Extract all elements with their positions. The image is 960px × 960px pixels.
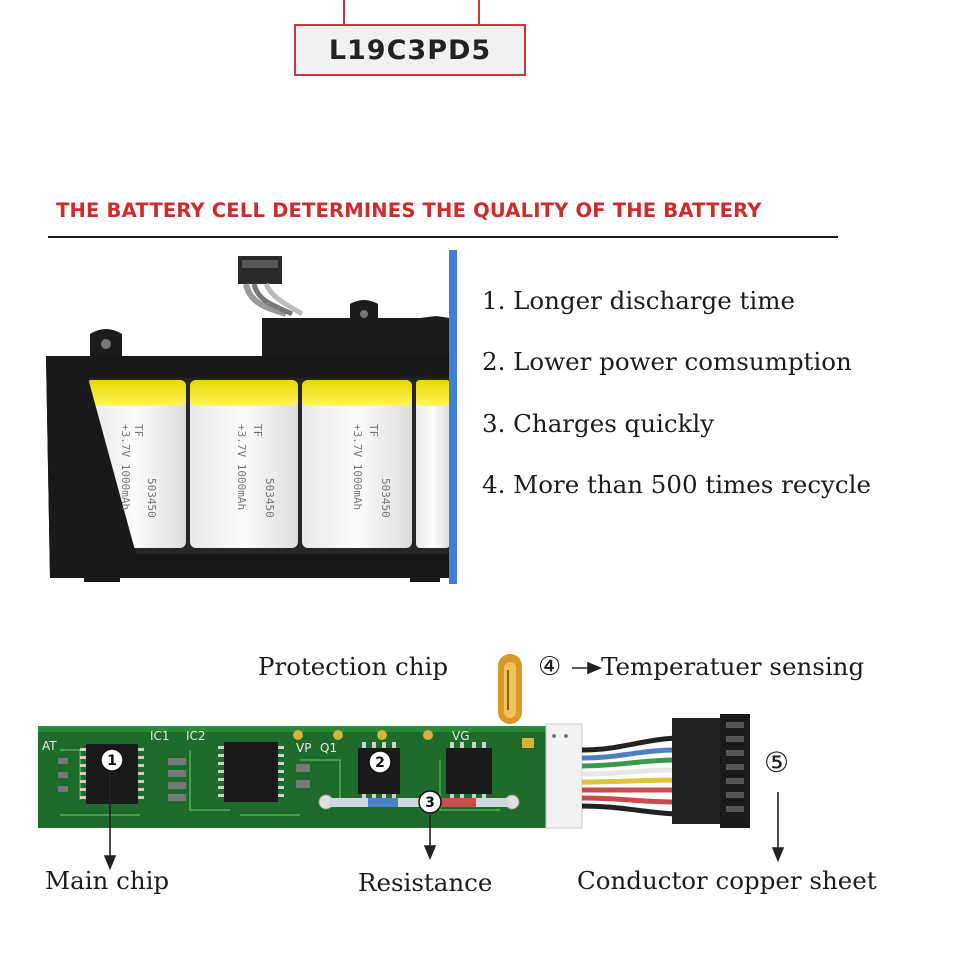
cable-connector xyxy=(238,256,304,317)
battery-cell xyxy=(302,380,412,548)
model-number: L19C3PD5 xyxy=(328,34,492,66)
wire-harness xyxy=(581,735,677,817)
pcb-label-ic2: IC2 xyxy=(186,729,206,743)
marker-4: ④ xyxy=(538,652,562,682)
callout-temperature: ④ Temperatuer sensing xyxy=(538,652,865,682)
temperature-sensor-icon xyxy=(498,654,522,724)
feature-4: 4. More than 500 times recycle xyxy=(482,470,871,499)
model-leader-right xyxy=(478,0,480,24)
feature-3: 3. Charges quickly xyxy=(482,409,715,438)
model-label: L19C3PD5 xyxy=(294,24,526,76)
copper-sheet xyxy=(545,723,583,829)
pcb-illustration: IC1 IC2 VP Q1 VG AT 1 2 3 xyxy=(38,654,785,871)
marker-1: 1 xyxy=(107,753,117,769)
feature-2: 2. Lower power comsumption xyxy=(482,347,852,376)
pcb-label-vp: VP xyxy=(296,741,311,755)
callout-main-chip: Main chip xyxy=(45,866,170,895)
callout-resistance: Resistance xyxy=(358,868,493,897)
cell-print-9: 503450 xyxy=(379,478,392,518)
marker-5: ⑤ xyxy=(764,746,790,779)
pcb-label-at: AT xyxy=(42,739,57,753)
model-leader-left xyxy=(343,0,345,24)
pcb-label-ic1: IC1 xyxy=(150,729,170,743)
cell-print-2: +3.7V 1000mAh xyxy=(119,424,132,510)
cell-print-1: TF xyxy=(132,424,145,437)
cell-print-3: 503450 xyxy=(145,478,158,518)
callout-conductor: Conductor copper sheet xyxy=(577,866,877,895)
cell-print-5: +3.7V 1000mAh xyxy=(235,424,248,510)
headline: THE BATTERY CELL DETERMINES THE QUALITY … xyxy=(56,199,762,222)
marker-2: 2 xyxy=(375,755,385,771)
connector-plug-icon xyxy=(672,714,750,828)
mosfet-chip-icon xyxy=(446,742,492,800)
marker-3: 3 xyxy=(425,795,435,811)
headline-underline xyxy=(48,236,838,238)
battery-cell xyxy=(190,380,298,548)
cell-print-7: TF xyxy=(367,424,380,437)
battery-cell xyxy=(416,380,450,548)
battery-pack-illustration: TF +3.7V 1000mAh 503450 TF +3.7V 1000mAh… xyxy=(46,250,457,584)
cell-print-6: 503450 xyxy=(263,478,276,518)
ic2-chip-icon xyxy=(218,742,284,802)
blue-divider xyxy=(449,250,457,584)
callout-protection-chip: Protection chip xyxy=(258,652,449,681)
pcb-label-q1: Q1 xyxy=(320,741,337,755)
pcb-label-vg: VG xyxy=(452,729,470,743)
feature-1: 1. Longer discharge time xyxy=(482,286,795,315)
cell-print-4: TF xyxy=(251,424,264,437)
cell-print-8: +3.7V 1000mAh xyxy=(351,424,364,510)
